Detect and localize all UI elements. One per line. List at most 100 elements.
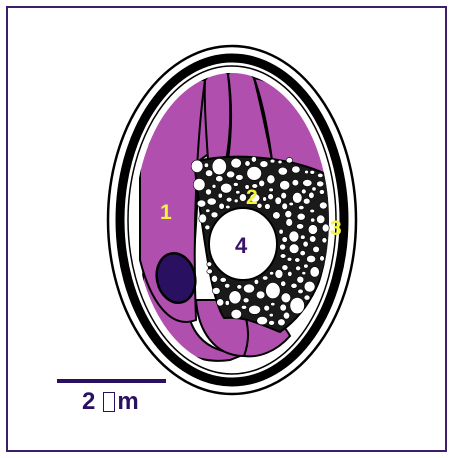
vacuole-bubble xyxy=(275,270,283,279)
vacuole-bubble xyxy=(304,295,310,300)
vacuole-bubble xyxy=(304,264,309,268)
vacuole-bubble xyxy=(293,192,303,203)
vacuole-bubble xyxy=(259,180,265,187)
vacuole-bubble xyxy=(254,279,259,284)
label-3: 3 xyxy=(330,217,342,240)
scale-bar-label: 2 m xyxy=(82,388,139,416)
vacuole-bubble xyxy=(268,194,274,200)
vacuole-bubble xyxy=(275,197,282,205)
label-2: 2 xyxy=(246,186,258,209)
vacuole-bubble xyxy=(212,158,226,174)
vacuole-bubble xyxy=(311,218,315,222)
vacuole-bubble xyxy=(241,305,246,309)
vacuole-bubble xyxy=(286,158,293,163)
vacuole-bubble xyxy=(233,182,238,186)
vacuole-bubble xyxy=(225,284,230,289)
vacuole-bubble xyxy=(269,321,275,326)
vacuole-bubble xyxy=(300,235,305,239)
vacuole-bubble xyxy=(304,281,315,292)
vacuole-bubble xyxy=(220,278,226,283)
scale-unit: m xyxy=(117,388,138,416)
vacuole-bubble xyxy=(320,256,325,261)
vacuole-bubble xyxy=(245,161,250,167)
vacuole-bubble xyxy=(264,305,270,311)
vacuole-bubble xyxy=(297,276,304,283)
vacuole-bubble xyxy=(212,184,216,188)
vacuole-bubble xyxy=(218,193,222,198)
vacuole-bubble xyxy=(267,175,275,184)
vacuole-bubble xyxy=(283,312,289,319)
scale-number: 2 xyxy=(82,388,95,416)
vacuole-bubble xyxy=(205,225,210,230)
vacuole-bubble xyxy=(279,229,283,234)
vacuole-bubble xyxy=(266,283,281,299)
vacuole-bubble xyxy=(303,241,308,247)
vacuole-bubble xyxy=(319,202,327,209)
vacuole-bubble xyxy=(270,159,275,163)
label-1: 1 xyxy=(160,201,172,224)
vacuole-bubble xyxy=(297,213,305,220)
vacuole-bubble xyxy=(243,284,254,293)
vacuole-bubble xyxy=(225,301,229,306)
vacuole-bubble xyxy=(204,163,208,168)
vacuole-bubble xyxy=(263,197,267,202)
vacuole-bubble xyxy=(298,289,304,294)
vacuole-bubble xyxy=(280,244,286,250)
vacuole-bubble xyxy=(303,198,310,204)
vacuole-bubble xyxy=(234,199,238,203)
vacuole-bubble xyxy=(300,251,306,256)
vacuole-bubble xyxy=(313,246,320,252)
vacuole-bubble xyxy=(281,192,287,199)
vacuole-bubble xyxy=(292,166,300,173)
vacuole-bubble xyxy=(292,180,299,186)
vacuole-bubble xyxy=(289,244,299,254)
vacuole-bubble xyxy=(217,299,224,306)
vacuole-bubble xyxy=(221,183,232,193)
vacuole-bubble xyxy=(282,203,288,210)
vacuole-bubble xyxy=(207,262,212,267)
vacuole-bubble xyxy=(271,302,275,305)
vacuole-bubble xyxy=(231,309,242,319)
vacuole-bubble xyxy=(278,319,286,326)
vacuole-bubble xyxy=(289,231,299,242)
missing-glyph-icon xyxy=(103,392,115,412)
vacuole-bubble xyxy=(296,266,301,271)
vacuole-bubble xyxy=(269,313,273,317)
vacuole-bubble xyxy=(309,236,316,243)
label-4: 4 xyxy=(235,233,248,258)
vacuole-bubble xyxy=(310,209,315,213)
vacuole-bubble xyxy=(280,254,286,259)
vacuole-bubble xyxy=(287,257,292,261)
vacuole-bubble xyxy=(303,179,312,186)
vacuole-bubble xyxy=(301,189,306,194)
vacuole-bubble xyxy=(270,271,274,275)
vacuole-bubble xyxy=(251,156,256,162)
vacuole-bubble xyxy=(206,189,212,195)
vacuole-bubble xyxy=(229,291,241,304)
vacuole-bubble xyxy=(273,212,281,219)
vacuole-bubble xyxy=(305,170,309,174)
vacuole-bubble xyxy=(199,214,207,223)
vacuole-bubble xyxy=(317,181,324,187)
vacuole-bubble xyxy=(295,258,300,263)
vacuole-bubble xyxy=(282,237,288,243)
vacuole-bubble xyxy=(231,158,242,168)
vacuole-bubble xyxy=(269,188,274,192)
vacuole-bubble xyxy=(317,215,325,224)
vacuole-bubble xyxy=(257,316,268,324)
vacuole-bubble xyxy=(280,304,287,311)
vacuole-bubble xyxy=(206,209,210,213)
vacuole-bubble xyxy=(256,291,265,299)
vacuole-bubble xyxy=(299,206,305,210)
vacuole-bubble xyxy=(212,287,220,294)
vacuole-bubble xyxy=(265,204,271,210)
vacuole-bubble xyxy=(289,202,294,206)
vacuole-bubble xyxy=(260,161,268,168)
vacuole-bubble xyxy=(319,190,324,195)
vacuole-bubble xyxy=(243,298,249,303)
vacuole-bubble xyxy=(308,225,317,235)
vacuole-bubble xyxy=(322,224,329,232)
vacuole-bubble xyxy=(318,173,324,177)
vacuole-bubble xyxy=(302,271,306,274)
